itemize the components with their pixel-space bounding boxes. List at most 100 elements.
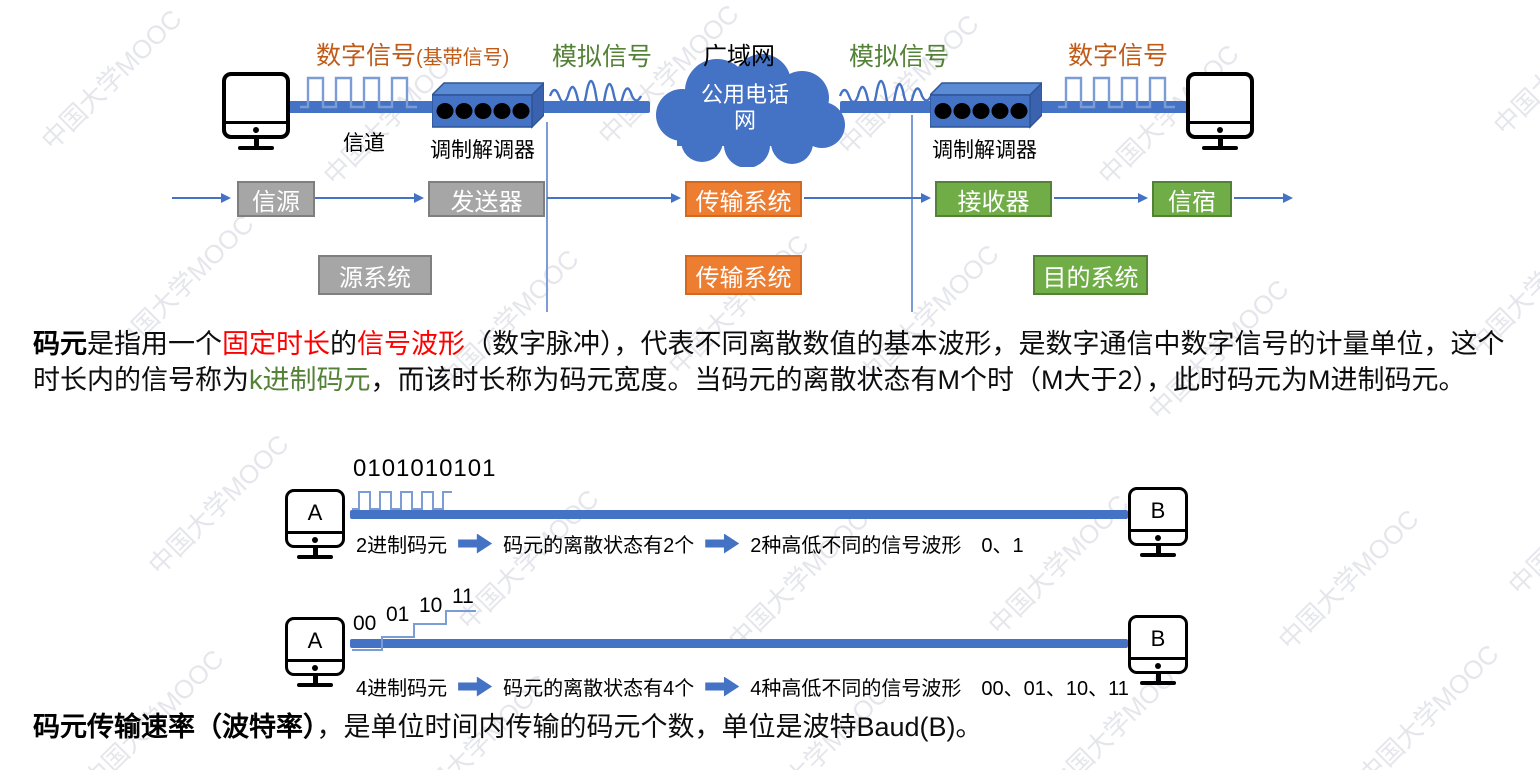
monitor-base (297, 683, 333, 687)
quaternary-caption-row: 4进制码元 码元的离散状态有4个 4种高低不同的信号波形 00、01、10、11 (356, 672, 1129, 701)
monitor-screen: A (285, 489, 345, 548)
text-segment: k进制码元 (249, 365, 371, 395)
node-b-computer-icon: B (1128, 487, 1188, 557)
stair-label-11: 11 (452, 585, 474, 608)
node-b-label: B (1150, 498, 1166, 523)
text-segment: ，是单位时间内传输的码元个数，单位是波特Baud(B)。 (316, 712, 983, 742)
transmission-box: 传输系统 (685, 181, 802, 217)
monitor-chin (225, 121, 287, 135)
stair-label-10: 10 (419, 594, 443, 617)
analog-signal-right-label: 模拟信号 (849, 43, 950, 71)
monitor-dot (253, 126, 259, 133)
monitor-dot (1155, 534, 1161, 541)
binary-caption-2: 码元的离散状态有2个 (503, 535, 695, 557)
monitor-dot (312, 664, 318, 671)
binary-wave-icon (352, 491, 452, 510)
cloud-label: 公用电话 网 (660, 82, 830, 134)
binary-caption-1: 2进制码元 (356, 535, 448, 557)
monitor-stand (1217, 139, 1223, 146)
flow-arrow (172, 193, 231, 203)
modem-left-icon (432, 81, 544, 129)
digital-signal-right-label: 数字信号 (1068, 42, 1169, 70)
watermark-text: 中国大学MOOC (1487, 0, 1540, 141)
link-line-quaternary (350, 639, 1128, 648)
separator-line-left (546, 122, 548, 312)
watermark-text: 中国大学MOOC (142, 428, 295, 581)
monitor-stand (1155, 674, 1161, 681)
flow-arrow (804, 193, 931, 203)
node-b-computer-icon: B (1128, 615, 1188, 685)
separator-line-right (911, 115, 913, 312)
channel-label: 信道 (343, 132, 385, 155)
watermark-text: 中国大学MOOC (1272, 503, 1425, 656)
destination-box: 信宿 (1152, 181, 1232, 217)
bit-sequence-label: 0101010101 (353, 455, 497, 482)
text-segment: （数字脉冲），代表不同离散数值的基本波形，是数字通信中数字信号的计量单位，这个时… (33, 329, 1505, 395)
computer-left-icon (222, 72, 290, 150)
monitor-chin (1189, 121, 1251, 135)
node-b-label: B (1150, 626, 1166, 651)
digital-signal-left-label: 数字信号(基带信号) (316, 36, 509, 72)
baseband-suffix: (基带信号) (416, 47, 510, 69)
quaternary-caption-3: 4种高低不同的信号波形 00、01、10、11 (750, 678, 1129, 700)
stair-label-01: 01 (386, 603, 410, 626)
quaternary-caption-2: 码元的离散状态有4个 (503, 678, 695, 700)
code-element-definition: 码元是指用一个固定时长的信号波形（数字脉冲），代表不同离散数值的基本波形，是数字… (33, 326, 1529, 398)
quaternary-caption-1: 4进制码元 (356, 678, 448, 700)
node-a-computer-icon: A (285, 617, 345, 687)
monitor-base (297, 555, 333, 559)
analog-signal-left-label: 模拟信号 (552, 43, 653, 71)
modem-right-icon (930, 81, 1042, 129)
computer-right-icon (1186, 72, 1254, 150)
source-box: 信源 (237, 181, 315, 217)
node-a-computer-icon: A (285, 489, 345, 559)
text-segment: 固定时长 (222, 329, 330, 359)
monitor-stand (253, 139, 259, 146)
binary-caption-row: 2进制码元 码元的离散状态有2个 2种高低不同的信号波形 0、1 (356, 529, 1024, 558)
sine-wave-left-icon (548, 79, 643, 111)
monitor-dot (312, 536, 318, 543)
flow-arrow (315, 193, 424, 203)
baud-rate-definition: 码元传输速率（波特率），是单位时间内传输的码元个数，单位是波特Baud(B)。 (33, 709, 1529, 745)
receiver-box: 接收器 (935, 181, 1052, 217)
text-segment: 的 (330, 329, 357, 359)
monitor-screen: B (1128, 615, 1188, 674)
arrow-right-icon (705, 533, 740, 554)
source-system-box: 源系统 (318, 255, 432, 295)
watermark-text: 中国大学MOOC (1502, 448, 1540, 601)
modem-left-label: 调制解调器 (430, 139, 535, 162)
staircase-wave-icon (352, 610, 476, 651)
monitor-base (1140, 681, 1176, 685)
watermark-text: 中国大学MOOC (722, 503, 875, 656)
binary-caption-3: 2种高低不同的信号波形 0、1 (750, 535, 1024, 557)
monitor-chin (287, 659, 343, 673)
wan-label: 广域网 (703, 43, 775, 70)
text-segment: 码元传输速率（波特率） (33, 712, 317, 742)
node-a-label: A (307, 500, 323, 525)
monitor-dot (1217, 126, 1223, 133)
monitor-screen (1186, 72, 1254, 139)
monitor-base (1140, 553, 1176, 557)
cloud-label-line1: 公用电话 (700, 82, 789, 107)
sine-wave-right-icon (838, 79, 933, 111)
monitor-stand (312, 548, 318, 555)
monitor-chin (287, 531, 343, 545)
stair-label-00: 00 (353, 612, 377, 635)
square-wave-icon (300, 76, 417, 109)
monitor-screen: B (1128, 487, 1188, 546)
cloud-icon (656, 54, 845, 167)
watermark-text: 中国大学MOOC (1352, 638, 1505, 770)
modem-right-label: 调制解调器 (932, 139, 1037, 162)
flow-arrow (547, 193, 681, 203)
square-wave-right-icon (1058, 76, 1175, 109)
text-segment: 信号波形 (357, 329, 465, 359)
monitor-stand (312, 676, 318, 683)
watermark-text: 中国大学MOOC (77, 643, 230, 770)
node-a-label: A (307, 628, 323, 653)
monitor-screen: A (285, 617, 345, 676)
transmitter-box: 发送器 (428, 181, 545, 217)
text-segment: 是指用一个 (87, 329, 222, 359)
monitor-stand (1155, 546, 1161, 553)
flow-arrow (1054, 193, 1148, 203)
